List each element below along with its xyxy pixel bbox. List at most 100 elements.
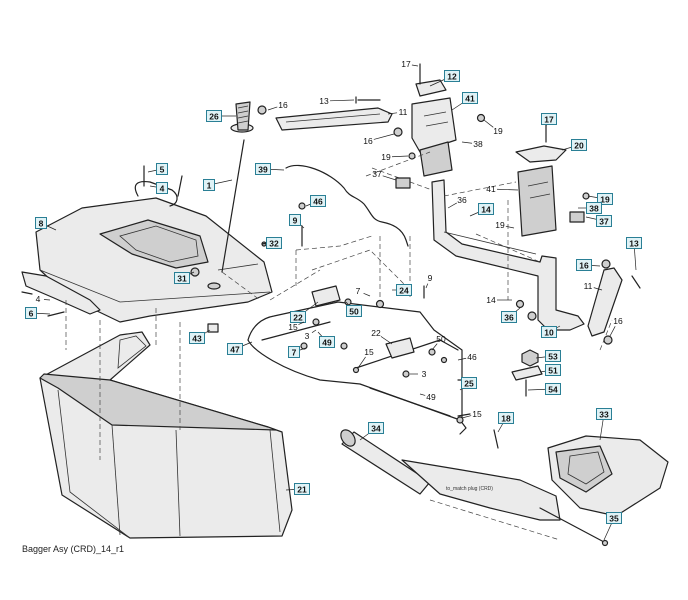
- svg-text:15: 15: [472, 409, 482, 419]
- svg-text:14: 14: [486, 295, 496, 305]
- callout-34: 34: [359, 422, 384, 441]
- callout-46b: 46: [457, 352, 477, 362]
- svg-text:21: 21: [297, 485, 307, 495]
- callout-39: 39: [255, 163, 285, 175]
- svg-text:13: 13: [319, 96, 329, 106]
- svg-text:22: 22: [293, 313, 303, 323]
- latch-upper-part: [311, 285, 341, 307]
- callout-4a: 4: [149, 182, 168, 194]
- svg-text:13: 13: [629, 239, 639, 249]
- callout-38a: 38: [578, 202, 602, 214]
- svg-text:15: 15: [288, 322, 298, 332]
- svg-text:9: 9: [293, 216, 298, 226]
- pin18-part: [493, 429, 499, 449]
- chute-wire-part: [285, 164, 409, 247]
- front-bracket-part: [21, 271, 101, 315]
- svg-text:4: 4: [160, 184, 165, 194]
- svg-text:35: 35: [609, 514, 619, 524]
- svg-text:18: 18: [501, 414, 511, 424]
- callout-37a: 37: [372, 169, 397, 181]
- callout-53: 53: [535, 350, 561, 362]
- svg-text:4: 4: [36, 294, 41, 304]
- callout-38b: 38: [461, 139, 483, 149]
- svg-text:10: 10: [544, 328, 554, 338]
- callout-19b: 19: [483, 119, 503, 136]
- svg-text:19: 19: [600, 195, 610, 205]
- callout-17a: 17: [541, 113, 557, 127]
- callout-3a: 3: [305, 329, 317, 341]
- callout-37b: 37: [585, 215, 612, 227]
- callout-19d: 19: [495, 220, 515, 230]
- callout-22a: 22: [290, 301, 319, 323]
- svg-text:26: 26: [209, 112, 219, 122]
- callout-13b: 13: [626, 237, 642, 271]
- callout-16b: 16: [363, 133, 395, 146]
- svg-text:16: 16: [363, 136, 373, 146]
- callout-9b: 9: [425, 273, 433, 289]
- svg-text:31: 31: [177, 274, 187, 284]
- chute-note: to_match plug (CRD): [446, 486, 493, 492]
- callout-7a: 7: [288, 346, 307, 358]
- side-plate-part: [587, 267, 623, 337]
- callout-33: 33: [596, 408, 612, 441]
- callout-16d: 16: [609, 316, 623, 337]
- svg-text:16: 16: [613, 316, 623, 326]
- callout-11: 11: [387, 107, 408, 117]
- svg-text:54: 54: [548, 385, 558, 395]
- callout-12: 12: [429, 70, 460, 87]
- callout-47: 47: [227, 341, 253, 355]
- diagram-caption: Bagger Asy (CRD)_14_r1: [22, 544, 125, 554]
- callout-19a: 19: [587, 193, 613, 205]
- callout-36b: 36: [501, 307, 521, 323]
- svg-text:7: 7: [292, 348, 297, 358]
- svg-text:32: 32: [269, 239, 279, 249]
- callout-46a: 46: [305, 195, 326, 207]
- svg-text:49: 49: [426, 392, 436, 402]
- callout-4b: 4: [36, 294, 51, 304]
- svg-text:25: 25: [464, 379, 474, 389]
- svg-text:36: 36: [504, 313, 514, 323]
- svg-text:3: 3: [305, 331, 310, 341]
- callout-24: 24: [392, 284, 412, 296]
- chute-adapter-part: [547, 435, 669, 517]
- callout-3b: 3: [410, 369, 427, 379]
- svg-text:8: 8: [39, 219, 44, 229]
- callout-14a: 14: [469, 203, 494, 217]
- svg-text:37: 37: [599, 217, 609, 227]
- callout-54: 54: [527, 383, 561, 395]
- svg-text:33: 33: [599, 410, 609, 420]
- callout-17b: 17: [401, 59, 419, 69]
- svg-text:15: 15: [364, 347, 374, 357]
- svg-text:12: 12: [447, 72, 457, 82]
- svg-text:3: 3: [422, 369, 427, 379]
- callout-26: 26: [206, 110, 236, 122]
- callout-5: 5: [147, 163, 168, 175]
- callout-36a: 36: [447, 195, 467, 209]
- bag-lid-part: [35, 197, 273, 323]
- svg-text:19: 19: [381, 152, 391, 162]
- callout-43: 43: [189, 329, 211, 344]
- svg-text:5: 5: [160, 165, 165, 175]
- svg-text:16: 16: [278, 100, 288, 110]
- callout-41b: 41: [486, 184, 519, 194]
- svg-text:47: 47: [230, 345, 240, 355]
- callout-35: 35: [603, 512, 622, 541]
- callout-11b: 11: [584, 281, 603, 291]
- callout-49a: 49: [317, 331, 335, 348]
- svg-text:16: 16: [579, 261, 589, 271]
- svg-text:39: 39: [258, 165, 268, 175]
- svg-text:37: 37: [372, 169, 382, 179]
- pin-part: [539, 507, 605, 543]
- svg-text:38: 38: [473, 139, 483, 149]
- callout-15c: 15: [461, 409, 482, 419]
- svg-text:41: 41: [486, 184, 496, 194]
- svg-text:46: 46: [313, 197, 323, 207]
- callout-50a: 50: [345, 301, 362, 317]
- svg-text:49: 49: [322, 338, 332, 348]
- svg-text:43: 43: [192, 334, 202, 344]
- callout-20: 20: [561, 139, 587, 151]
- svg-text:1: 1: [207, 181, 212, 191]
- upper-rail-part: [275, 107, 393, 131]
- callout-16a: 16: [267, 100, 288, 111]
